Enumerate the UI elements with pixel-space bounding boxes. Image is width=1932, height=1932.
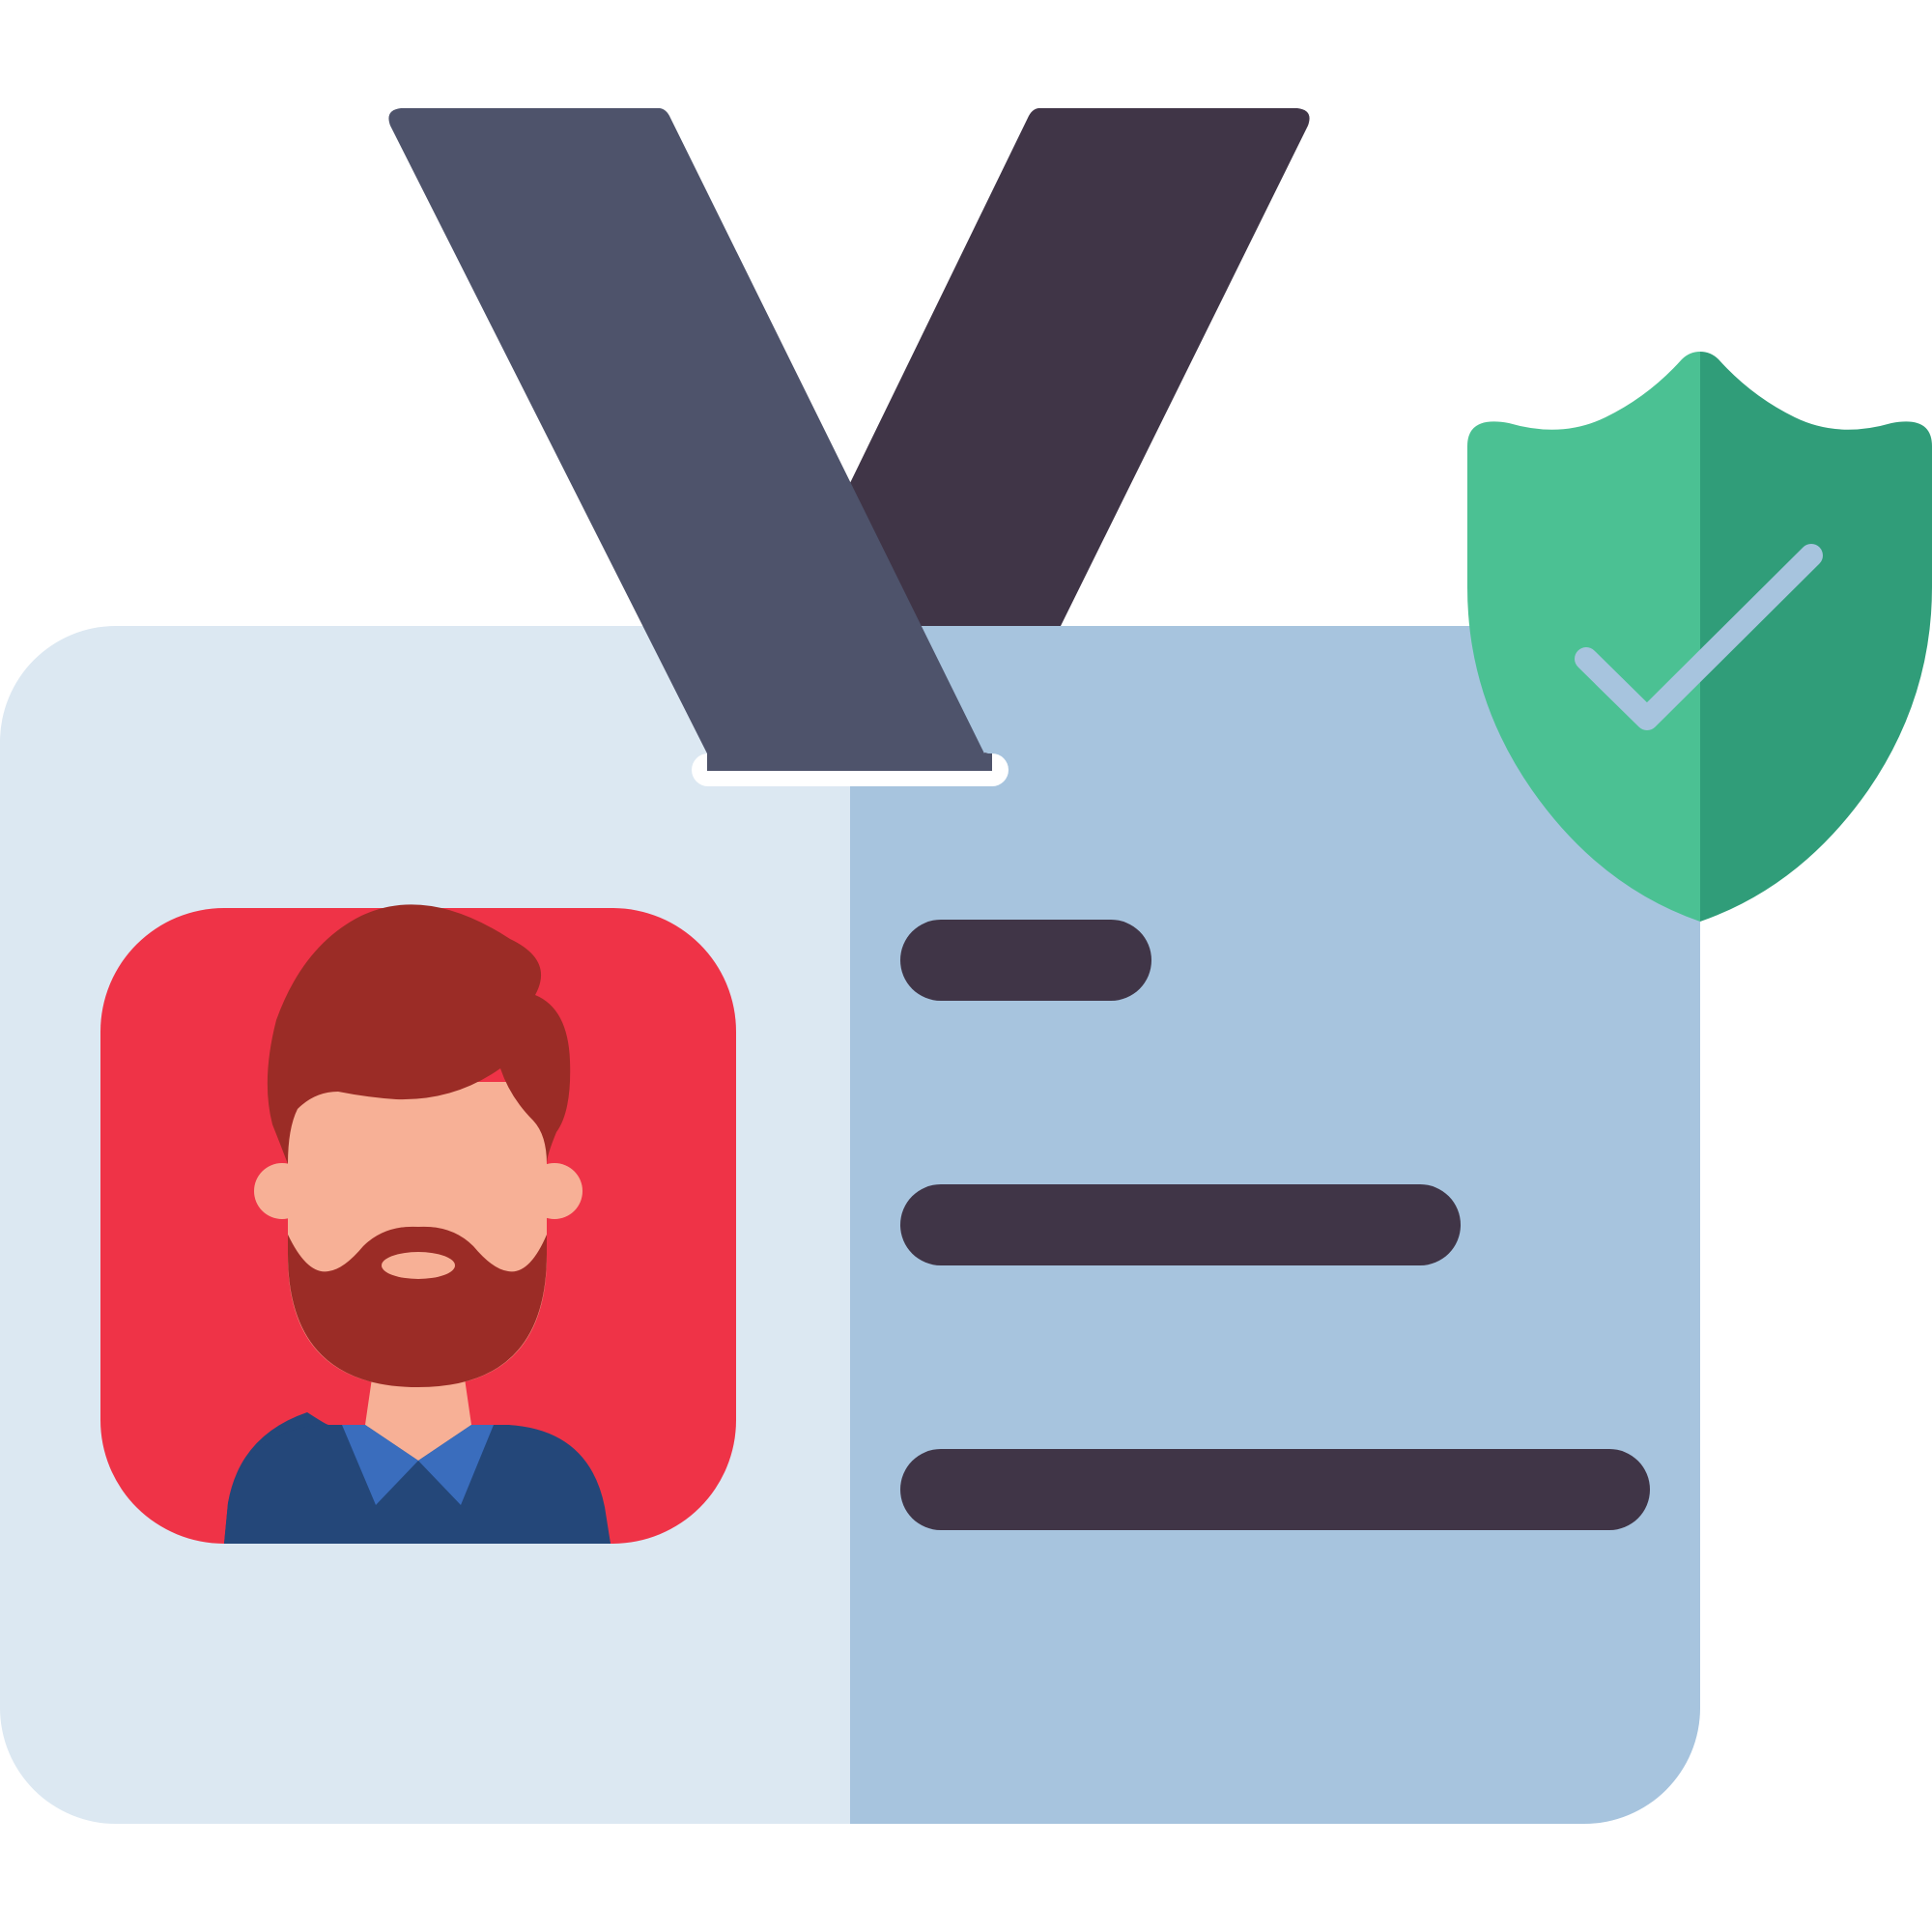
info-line-long — [900, 1449, 1650, 1530]
info-line-short — [900, 920, 1151, 1001]
avatar-hair — [267, 904, 571, 1164]
shield-left-half — [1467, 352, 1700, 922]
info-line-medium — [900, 1184, 1461, 1265]
lanyard-clip-bar — [707, 753, 992, 771]
avatar-beard — [288, 1226, 547, 1387]
lanyard — [388, 108, 1009, 786]
avatar-collar-right — [418, 1425, 494, 1505]
avatar-collar-left — [342, 1425, 418, 1505]
lanyard-front-strap — [388, 108, 984, 753]
lanyard-back-strap — [848, 108, 1310, 626]
user-avatar-icon — [100, 904, 736, 1544]
avatar-shirt-body — [224, 1425, 611, 1544]
avatar-neck — [365, 1372, 471, 1461]
id-info-lines — [900, 920, 1650, 1530]
shield-check-icon — [1467, 352, 1932, 922]
check-icon — [1575, 544, 1823, 730]
shield-right-half — [1700, 352, 1932, 922]
avatar-mouth — [382, 1252, 455, 1279]
